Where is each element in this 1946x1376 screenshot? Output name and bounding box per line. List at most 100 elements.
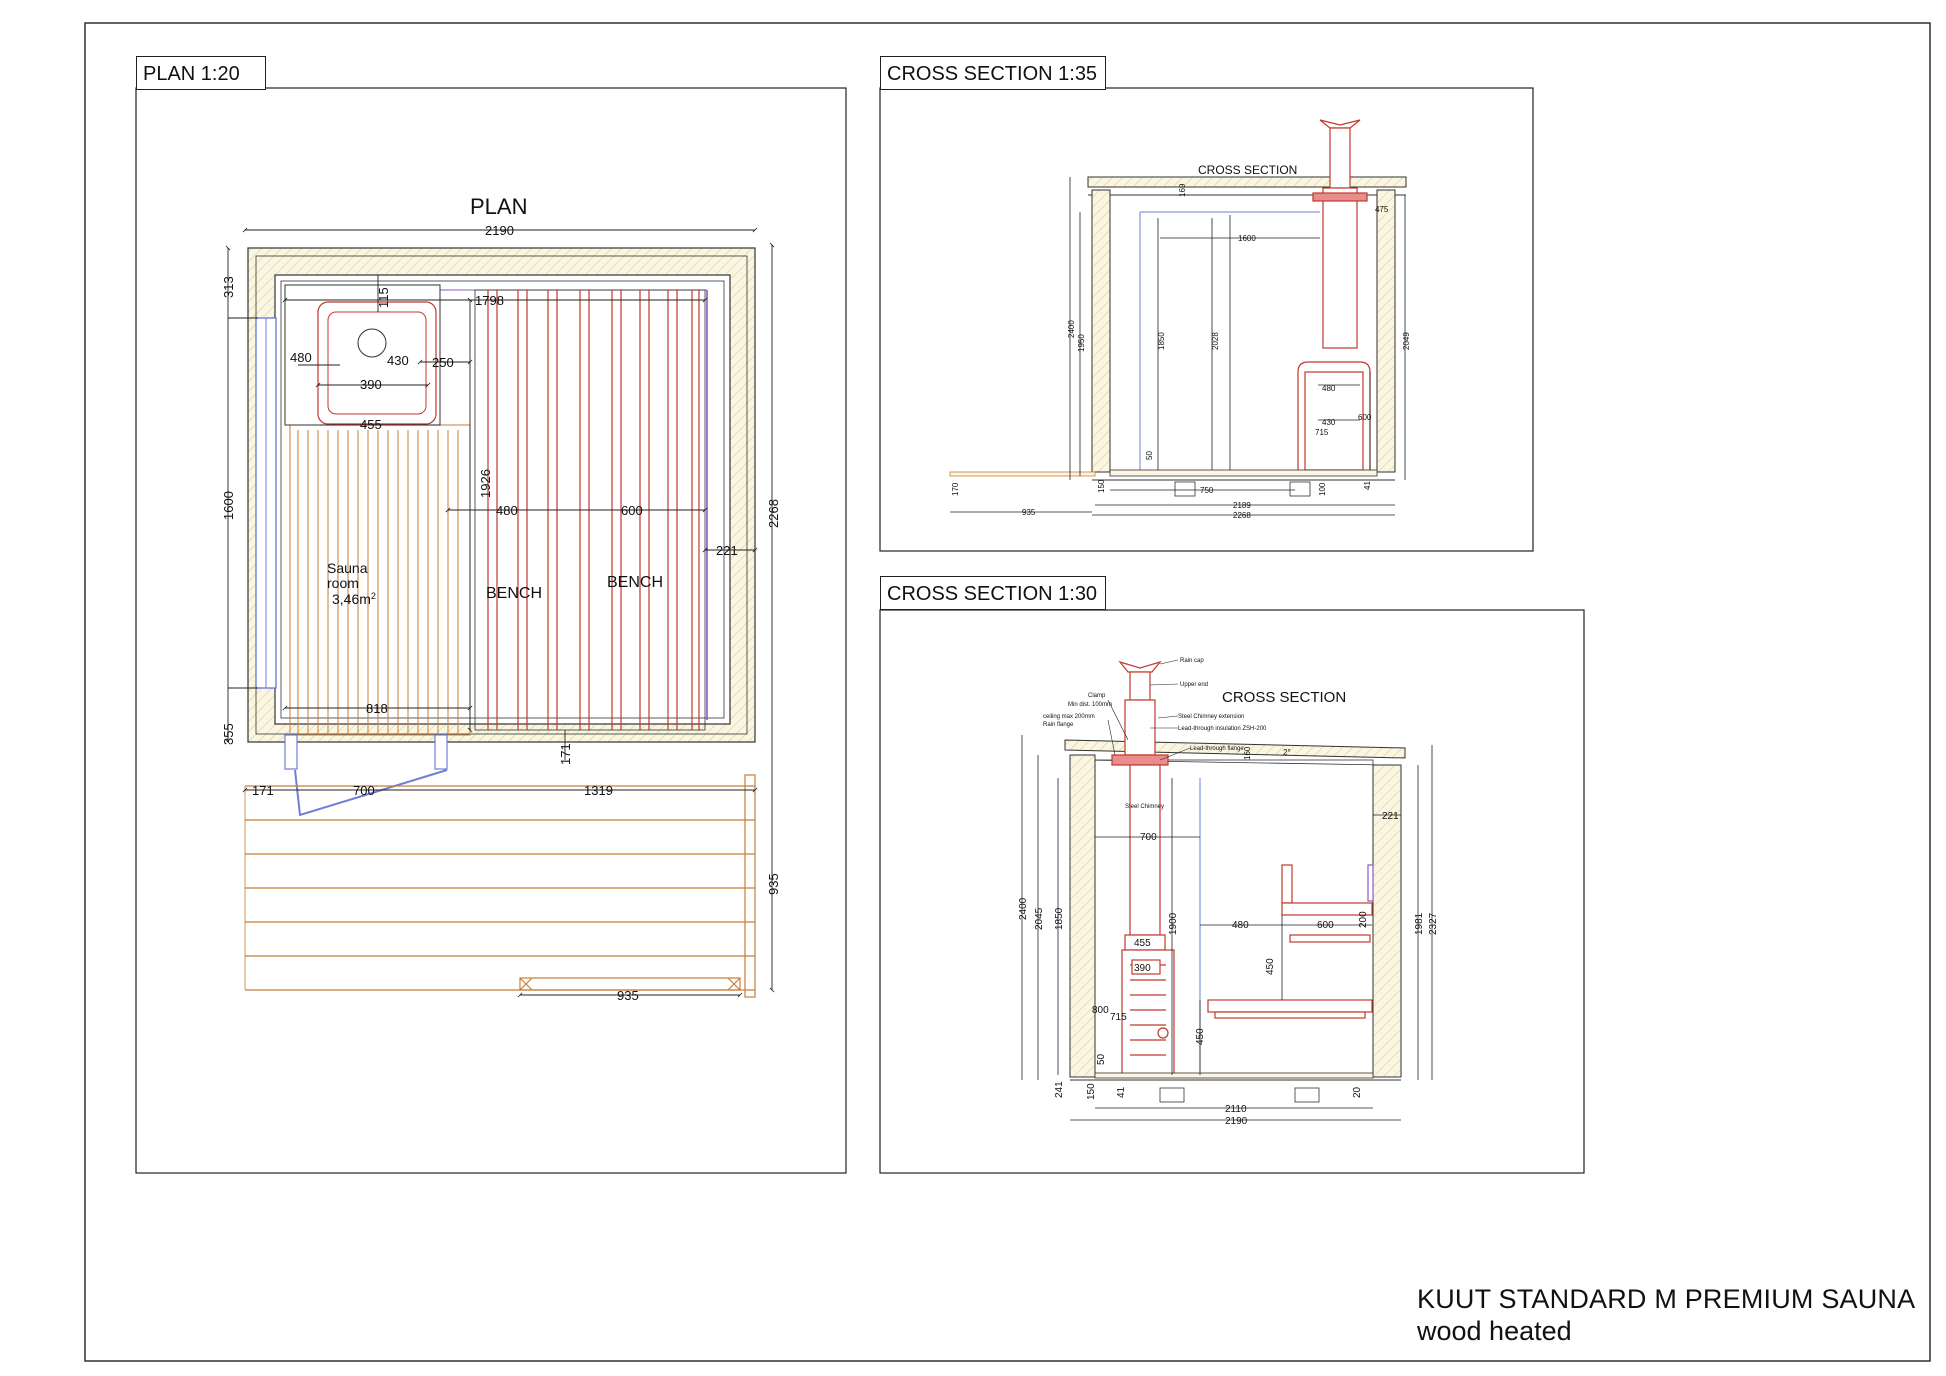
callout-upper-end: Upper end (1180, 682, 1208, 688)
title-block: KUUT STANDARD M PREMIUM SAUNA wood heate… (1417, 1283, 1915, 1347)
sb-dim-floor-gap: 50 (1096, 1053, 1107, 1065)
callout-steel-chimney: Steel Chimney (1125, 804, 1164, 810)
st-dim-roof: 169 (1178, 183, 1187, 197)
sb-dim-inner-height: 1850 (1054, 907, 1065, 930)
sb-dim-chimney-height: 1900 (1168, 912, 1179, 935)
st-dim-sill: 150 (1097, 479, 1106, 493)
dim-wall-bottom: 171 (558, 743, 573, 765)
sb-dim-slope: 2° (1283, 748, 1291, 757)
dim-stove-gap: 250 (432, 355, 454, 370)
section-top-dimension-texts: 169 1600 475 2400 1950 1850 2028 2049 48… (951, 183, 1411, 520)
drawing-title: KUUT STANDARD M PREMIUM SAUNA (1417, 1284, 1916, 1314)
sb-dim-left-height: 2045 (1034, 907, 1045, 930)
callout-steel-ext: Steel Chimney extension (1178, 714, 1244, 720)
sb-dim-right-inner: 1981 (1414, 912, 1425, 935)
plan-dimension-lines (225, 227, 775, 998)
dim-door-width: 700 (353, 783, 375, 798)
bench-label-2: BENCH (607, 574, 663, 591)
st-dim-total-height: 2400 (1067, 320, 1076, 338)
callout-lead-insulation: Lead-through insulation ZSH-200 (1178, 726, 1267, 732)
dim-left-top: 313 (221, 276, 236, 298)
sb-dim-left-base: 241 (1054, 1081, 1065, 1098)
st-dim-skid: 100 (1318, 482, 1327, 496)
sb-dim-stove-core: 390 (1134, 963, 1151, 974)
sb-dim-bench-2: 600 (1317, 920, 1334, 931)
callout-rain-cap: Rain cap (1180, 658, 1204, 664)
sb-dim-sill: 150 (1086, 1083, 1097, 1100)
dim-total-depth: 2268 (766, 499, 781, 528)
bench-label-1: BENCH (486, 585, 542, 602)
st-dim-terrace-len: 935 (1022, 508, 1036, 517)
room-label-line1: Sauna (327, 560, 368, 576)
sb-dim-outer-width: 2190 (1225, 1116, 1248, 1127)
sb-dim-total-height: 2400 (1018, 897, 1029, 920)
st-dim-chimney-offset: 475 (1375, 205, 1389, 214)
section-bottom-heading: CROSS SECTION (1222, 689, 1346, 706)
st-dim-left-height: 1950 (1077, 334, 1086, 352)
st-dim-stove-height: 600 (1358, 413, 1372, 422)
dim-front-right: 1319 (584, 783, 613, 798)
sb-dim-stove-base: 455 (1134, 938, 1151, 949)
plan-room-labels: Sauna room 3,46m2 BENCH BENCH (327, 560, 663, 607)
plan-heading: PLAN (470, 194, 527, 219)
st-dim-skid-right: 41 (1363, 481, 1372, 490)
section-bottom-dimension-texts: 160 2° 221 700 2400 2045 1850 1900 1981 … (1018, 746, 1439, 1127)
section-top-frame-label: CROSS SECTION 1:35 (880, 56, 1106, 90)
dim-wall-right: 221 (716, 543, 738, 558)
dim-stove-offset: 115 (376, 287, 391, 308)
sb-dim-bench-upper: 450 (1265, 958, 1276, 975)
st-dim-inner-height: 2028 (1211, 332, 1220, 350)
dim-stove-core: 390 (360, 377, 382, 392)
dim-terrace-depth: 935 (766, 873, 781, 895)
section-top-view: CROSS SECTION (879, 87, 1534, 552)
st-dim-stove-base: 715 (1315, 428, 1329, 437)
sb-dim-wall-right: 221 (1382, 811, 1399, 822)
st-dim-total-width: 2268 (1233, 511, 1251, 520)
dim-overall-width: 2190 (485, 223, 514, 238)
st-dim-floor-span: 750 (1200, 486, 1214, 495)
sb-dim-stove-height: 800 (1092, 1005, 1109, 1016)
section-bottom-view: CROSS SECTION (879, 609, 1585, 1174)
plan-terrace (244, 774, 756, 998)
dim-stove-base: 455 (360, 417, 382, 432)
callout-clamp: Clamp (1088, 693, 1106, 699)
dim-left-bottom: 355 (221, 723, 236, 745)
sb-dim-skid: 41 (1116, 1086, 1127, 1098)
sb-dim-roof-thk: 160 (1243, 746, 1252, 760)
plan-door (284, 734, 448, 817)
plan-view: PLAN (135, 87, 847, 1174)
sb-dim-bench-lower: 450 (1195, 1028, 1206, 1045)
sb-dim-backrest: 200 (1358, 911, 1369, 928)
dim-door-offset: 171 (252, 783, 274, 798)
section-bottom-frame (879, 609, 1585, 1174)
st-dim-stove-inner: 430 (1322, 418, 1336, 427)
sb-dim-skid-right: 20 (1352, 1086, 1363, 1098)
plan-frame-label: PLAN 1:20 (136, 56, 266, 90)
st-dim-stove-depth: 480 (1322, 384, 1336, 393)
st-dim-outer-width: 2189 (1233, 501, 1251, 510)
section-bottom-frame-label: CROSS SECTION 1:30 (880, 576, 1106, 610)
room-area: 3,46m2 (332, 591, 376, 607)
callout-min-dist: Min dist. 100mm (1068, 702, 1112, 708)
plan-stove (284, 284, 441, 426)
sb-dim-inner-width: 2110 (1225, 1104, 1247, 1115)
dim-stove-inner: 430 (387, 353, 409, 368)
sb-dim-stove-clear: 700 (1140, 832, 1157, 843)
section-bottom-callouts: Rain cap Upper end Clamp Min dist. 100mm… (1043, 658, 1267, 810)
plan-dimension-texts: 2190 1798 115 480 430 250 390 455 1926 4… (221, 223, 781, 1003)
dim-bench-2-depth: 600 (621, 503, 643, 518)
dim-step-width: 935 (617, 988, 639, 1003)
sb-dim-bench-1: 480 (1232, 920, 1249, 931)
st-dim-inner-width: 1600 (1238, 234, 1256, 243)
st-dim-door-height: 1850 (1157, 332, 1166, 350)
dim-left-mid: 1600 (221, 491, 236, 520)
sb-dim-right-total: 2327 (1428, 912, 1439, 935)
drawing-subtitle: wood heated (1417, 1316, 1572, 1346)
st-dim-right-height: 2049 (1402, 332, 1411, 350)
sb-dim-stove-lower: 715 (1110, 1012, 1127, 1023)
sheet-border (84, 22, 1931, 1362)
dim-inner-width: 1798 (475, 293, 504, 308)
dim-bench-1-depth: 480 (496, 503, 518, 518)
st-dim-floor-gap: 50 (1145, 451, 1154, 460)
